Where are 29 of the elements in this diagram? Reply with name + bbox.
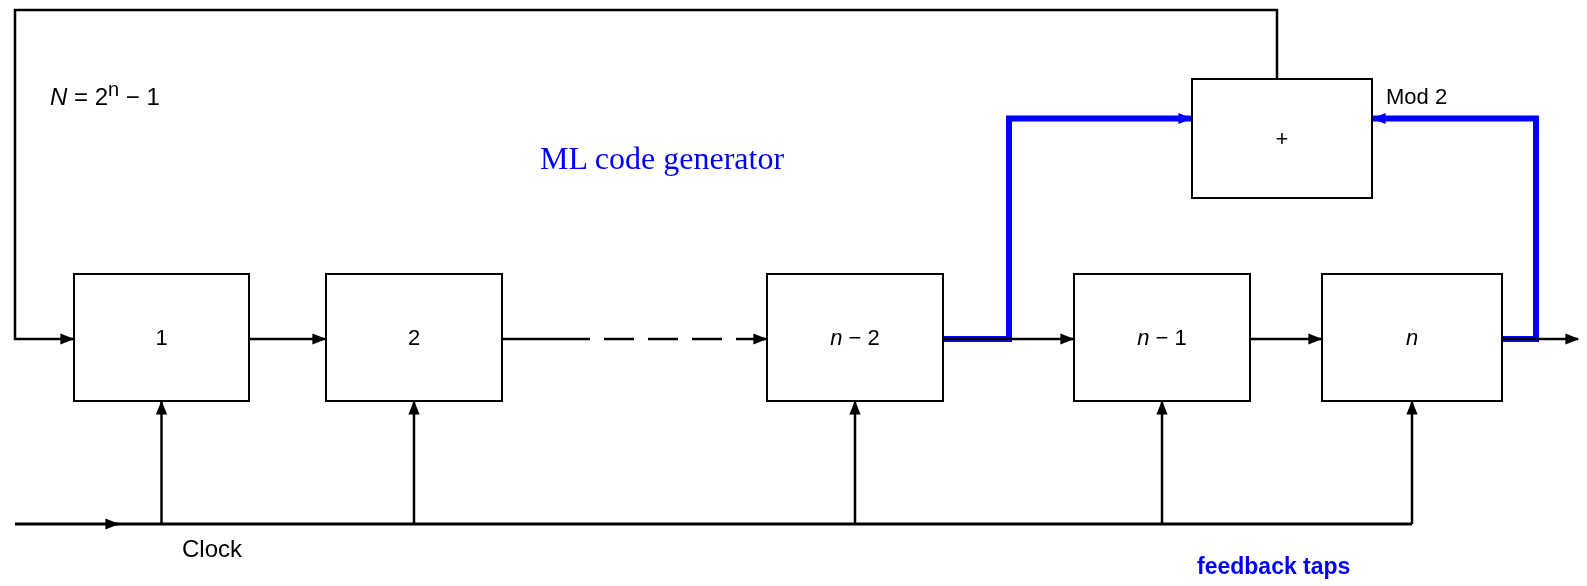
arrow — [250, 333, 327, 345]
arrow — [155, 400, 168, 524]
register-number: 1 — [155, 324, 168, 351]
arrow — [1156, 400, 1168, 524]
plus-sign: + — [1275, 125, 1289, 152]
arrow — [1251, 333, 1323, 345]
register-number: n — [1405, 324, 1419, 351]
taps-label: feedback taps — [1197, 553, 1351, 580]
arrow — [1503, 333, 1580, 345]
register-box — [73, 273, 250, 402]
arrow — [944, 112, 1193, 342]
arrow — [944, 333, 1075, 345]
arrow — [13, 8, 1279, 345]
arrow — [408, 400, 420, 524]
register-box — [1321, 273, 1503, 402]
register-number: n − 1 — [1137, 324, 1187, 351]
modulo-label: Mod 2 — [1386, 84, 1448, 110]
formula-text: N = 2$^{n}$ − 1 — [50, 78, 160, 111]
arrow — [503, 333, 768, 345]
register-number: n − 2 — [830, 324, 880, 351]
arrow — [1406, 400, 1418, 524]
arrow — [849, 400, 861, 524]
register-number: 2 — [407, 324, 421, 351]
adder-box — [1191, 78, 1373, 199]
register-box — [766, 273, 944, 402]
register-box — [325, 273, 503, 402]
clock-label: Clock — [182, 535, 242, 563]
register-box — [1073, 273, 1251, 402]
diagram-heading: ML code generator — [540, 140, 785, 177]
